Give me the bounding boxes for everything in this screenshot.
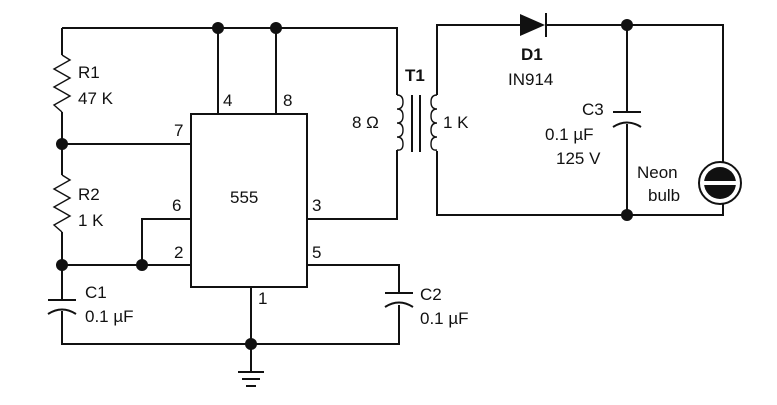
- c1-name: C1: [85, 283, 107, 302]
- junction-dots: [56, 19, 633, 350]
- ic-555: [190, 113, 308, 288]
- wire-supply: [62, 27, 398, 95]
- pin-8: 8: [283, 91, 292, 110]
- wire-left-rail: [61, 28, 400, 345]
- ground-symbol: [238, 371, 264, 387]
- capacitor-c2: [384, 292, 414, 308]
- c3-value: 0.1 µF: [545, 125, 594, 144]
- pin-5: 5: [312, 243, 321, 262]
- d1-part: IN914: [508, 70, 553, 89]
- neon-label-2: bulb: [648, 186, 680, 205]
- t1-primary: 8 Ω: [352, 113, 379, 132]
- neon-label-1: Neon: [637, 163, 678, 182]
- r1-value: 47 K: [78, 89, 114, 108]
- d1-name: D1: [521, 45, 543, 64]
- c3-name: C3: [582, 100, 604, 119]
- t1-secondary: 1 K: [443, 113, 469, 132]
- c2-value: 0.1 µF: [420, 309, 469, 328]
- pin-1: 1: [258, 289, 267, 308]
- pin-7: 7: [174, 121, 183, 140]
- r2-value: 1 K: [78, 211, 104, 230]
- neon-bulb: [698, 161, 742, 205]
- c2-name: C2: [420, 285, 442, 304]
- pin-6: 6: [172, 196, 181, 215]
- r2-name: R2: [78, 185, 100, 204]
- capacitor-c3: [612, 111, 642, 128]
- diode-d1: [520, 14, 545, 36]
- resistor-r1: [52, 54, 72, 113]
- pin-3: 3: [312, 196, 321, 215]
- ic-label: 555: [230, 188, 258, 207]
- r1-name: R1: [78, 63, 100, 82]
- resistor-r2: [52, 174, 72, 233]
- c1-value: 0.1 µF: [85, 307, 134, 326]
- pin-2: 2: [174, 243, 183, 262]
- wire-secondary: [436, 24, 724, 216]
- capacitor-c1: [47, 299, 77, 315]
- wire-pins: [62, 28, 400, 372]
- pin-4: 4: [223, 91, 232, 110]
- t1-name: T1: [405, 66, 425, 85]
- transformer-core: [411, 95, 421, 152]
- transformer-secondary: [430, 94, 438, 151]
- c3-voltage: 125 V: [556, 149, 601, 168]
- transformer-primary: [396, 94, 404, 151]
